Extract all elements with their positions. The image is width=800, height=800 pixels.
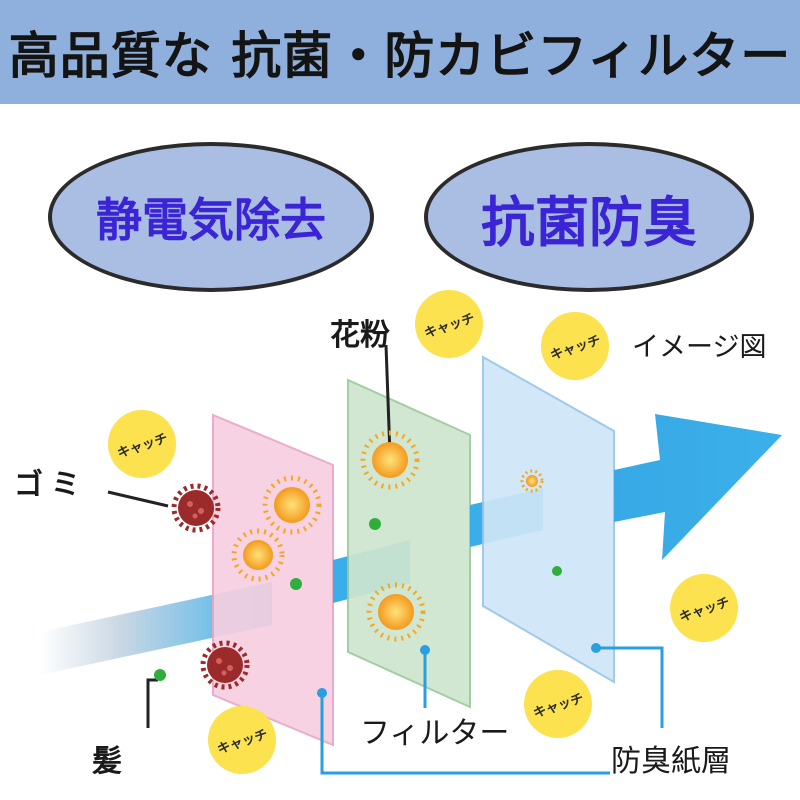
catch-badge-label: キャッチ (531, 690, 586, 722)
feature-antibacterial-deodorizing: 抗菌防臭 (424, 142, 754, 292)
hair-particle-3 (552, 566, 562, 576)
catch-badge-label: キャッチ (215, 726, 270, 758)
pollen-particle-1 (262, 475, 322, 535)
dust-particle-2 (200, 640, 250, 690)
banner-title: 高品質な 抗菌・防カビフィルター (8, 27, 792, 85)
catch-badge: キャッチ (108, 410, 176, 478)
pollen-particle-3 (360, 430, 420, 490)
catch-badge: キャッチ (208, 706, 276, 774)
label-filter: フィルター (360, 716, 510, 751)
dust-particle-1 (171, 483, 221, 533)
catch-badge: キャッチ (541, 312, 609, 380)
airflow-arrow (614, 414, 782, 560)
filter-layer-blue (482, 355, 615, 684)
label-dust: ゴミ (14, 467, 89, 501)
hair-particle-1 (290, 578, 302, 590)
catch-badge-label: キャッチ (422, 310, 477, 342)
pollen-particle-4 (366, 582, 426, 642)
hair-particle-2 (369, 518, 381, 530)
label-pollen: 花粉 (330, 318, 390, 353)
filter-layer-pink (212, 413, 334, 747)
catch-badge-label: キャッチ (115, 430, 170, 462)
catch-badge: キャッチ (524, 670, 592, 738)
feature-static-removal: 静電気除去 (48, 142, 374, 292)
pink-layer-callout-dot (317, 688, 327, 698)
hair-pointer-line (146, 678, 158, 728)
filter-diagram (40, 344, 782, 775)
pollen-pointer-line (384, 344, 392, 456)
label-image-note: イメージ図 (632, 332, 767, 363)
paper-callout-dot (591, 643, 601, 653)
filter-callout-dot (420, 645, 430, 655)
pink-layer-callout-line (320, 693, 610, 775)
hair-particle-4 (154, 669, 166, 681)
filter-layer-green (347, 378, 471, 709)
feature-label-static-removal: 静電気除去 (96, 193, 326, 247)
label-deodorizing-paper: 防臭紙層 (611, 744, 731, 779)
dust-pointer-line (107, 490, 169, 508)
catch-badge-label: キャッチ (548, 332, 603, 364)
catch-badge: キャッチ (670, 574, 738, 642)
catch-badge-label: キャッチ (677, 594, 732, 626)
label-hair: 髪 (92, 744, 122, 779)
paper-callout-line (596, 646, 664, 728)
pollen-particle-2 (231, 528, 285, 582)
catch-badge: キャッチ (415, 290, 483, 358)
pollen-particle-5 (520, 469, 544, 493)
feature-label-antibacterial: 抗菌防臭 (481, 190, 697, 254)
title-banner: 高品質な 抗菌・防カビフィルター (0, 0, 800, 104)
